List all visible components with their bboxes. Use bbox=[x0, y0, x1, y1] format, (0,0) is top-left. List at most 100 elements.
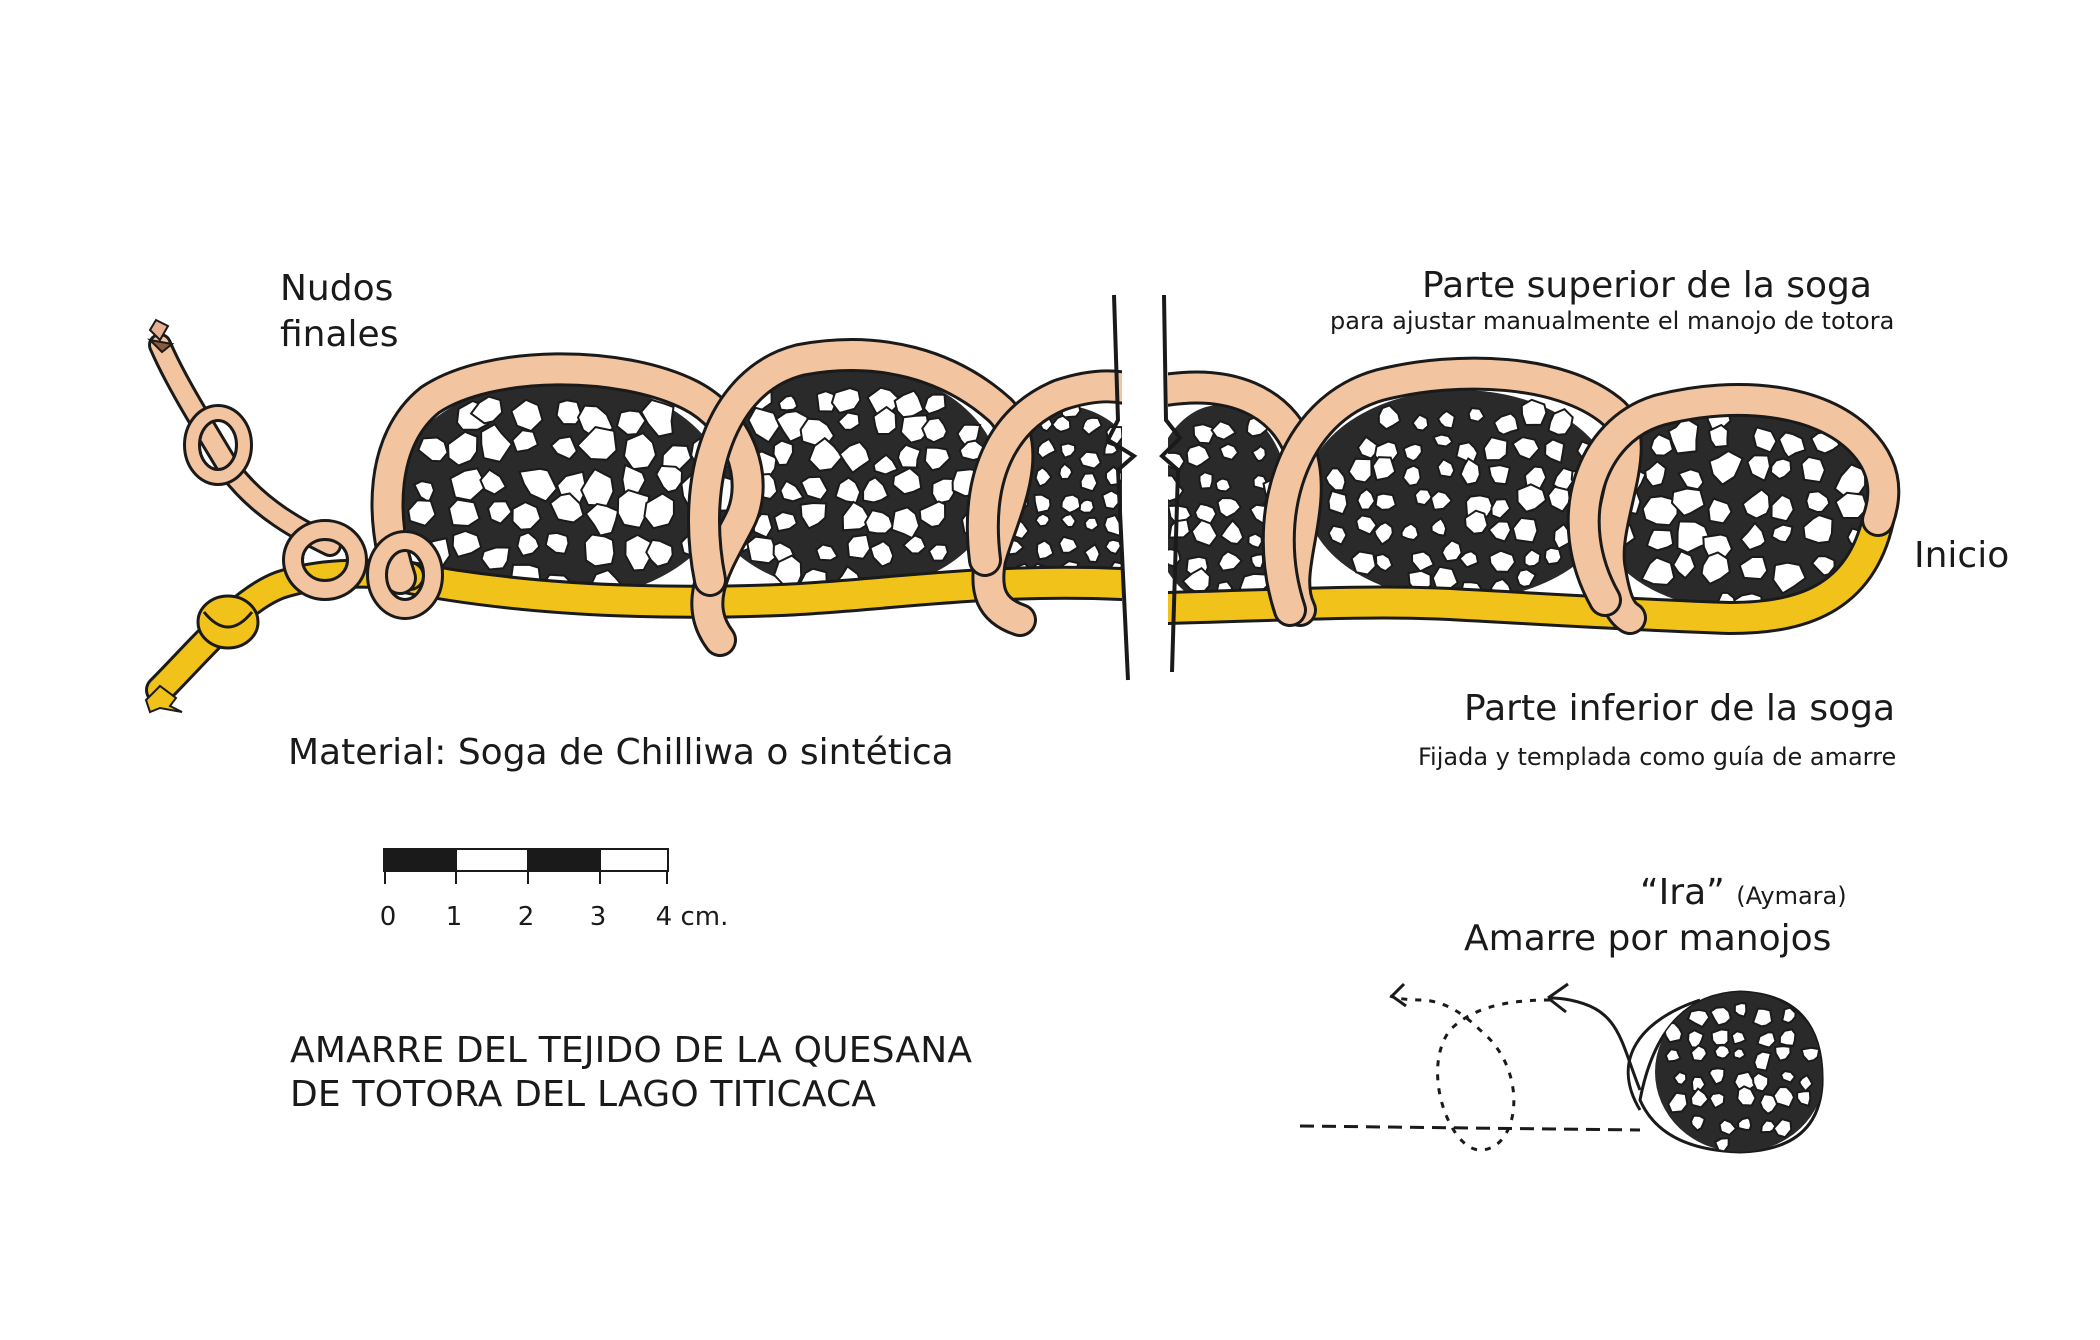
totora-cell bbox=[838, 440, 872, 475]
totora-cell bbox=[1377, 404, 1402, 431]
totora-cell bbox=[1374, 552, 1394, 573]
scale-tick-1: 1 bbox=[445, 902, 463, 932]
totora-cell bbox=[1737, 1116, 1753, 1131]
totora-cell bbox=[1759, 1119, 1779, 1134]
totora-cell bbox=[1103, 513, 1122, 538]
totora-cell bbox=[1645, 528, 1675, 552]
totora-cell bbox=[779, 479, 806, 503]
totora-cell bbox=[1410, 550, 1436, 573]
totora-cell bbox=[1772, 1085, 1796, 1109]
totora-cell bbox=[446, 430, 479, 467]
totora-cell bbox=[1436, 457, 1456, 479]
title-line2: DE TOTORA DEL LAGO TITICACA bbox=[290, 1074, 877, 1115]
totora-bundles-right bbox=[1168, 390, 1885, 615]
totora-cell bbox=[555, 399, 584, 426]
totora-cell bbox=[417, 436, 449, 463]
totora-cell bbox=[616, 488, 651, 530]
totora-cell bbox=[1774, 1045, 1792, 1062]
totora-cell bbox=[487, 500, 513, 525]
totora-cell bbox=[1327, 524, 1348, 546]
totora-cell bbox=[1672, 1070, 1688, 1086]
totora-cell bbox=[516, 531, 541, 558]
totora-cell bbox=[1327, 489, 1349, 516]
totora-cell bbox=[1185, 443, 1212, 468]
totora-cell bbox=[639, 398, 675, 438]
totora-cell bbox=[1350, 550, 1377, 576]
scale-tick-2: 2 bbox=[517, 902, 535, 932]
totora-cell bbox=[1401, 464, 1422, 487]
totora-cell bbox=[1810, 555, 1836, 577]
totora-cell bbox=[1458, 550, 1480, 569]
totora-cell bbox=[1546, 485, 1571, 513]
nudos-label-line1: Nudos bbox=[280, 268, 394, 309]
totora-cell bbox=[1058, 462, 1074, 481]
totora-cell bbox=[548, 492, 585, 524]
totora-cell bbox=[807, 436, 844, 472]
totora-cell bbox=[1834, 491, 1869, 520]
totora-cell bbox=[1805, 490, 1831, 514]
nudos-label-line2: finales bbox=[280, 314, 399, 355]
totora-cell bbox=[1190, 518, 1219, 548]
totora-cell bbox=[1374, 492, 1398, 511]
totora-cell bbox=[447, 498, 481, 528]
totora-cell bbox=[1035, 539, 1055, 561]
totora-cell bbox=[1707, 423, 1729, 449]
totora-cell bbox=[1079, 472, 1099, 493]
totora-cell bbox=[1672, 549, 1697, 580]
totora-cell bbox=[1741, 488, 1771, 520]
totora-cell bbox=[1219, 518, 1245, 546]
totora-cell bbox=[480, 422, 514, 464]
totora-cell bbox=[449, 467, 488, 502]
totora-cell bbox=[1411, 413, 1430, 432]
totora-cell bbox=[899, 414, 931, 444]
parte-superior-label: Parte superior de la soga bbox=[1422, 265, 1872, 306]
rope-knots-left bbox=[147, 318, 444, 620]
totora-cell bbox=[1707, 1067, 1726, 1086]
totora-cell bbox=[1511, 516, 1539, 544]
totora-cell bbox=[583, 533, 616, 568]
totora-cell bbox=[1431, 433, 1454, 448]
totora-cell bbox=[451, 529, 483, 558]
totora-cell bbox=[1543, 546, 1563, 566]
totora-cell bbox=[1732, 1047, 1747, 1060]
totora-cell bbox=[747, 406, 781, 444]
totora-cell bbox=[1689, 1087, 1710, 1109]
totora-cell bbox=[1640, 556, 1676, 586]
totora-cell bbox=[773, 510, 799, 533]
totora-cell bbox=[1800, 1046, 1821, 1063]
totora-cell bbox=[1738, 555, 1769, 581]
totora-cell bbox=[615, 409, 647, 436]
totora-cell bbox=[1739, 521, 1767, 552]
ira-word: “Ira” bbox=[1640, 872, 1725, 913]
totora-cell bbox=[407, 499, 437, 527]
parte-inferior-sublabel: Fijada y templada como guía de amarre bbox=[1418, 743, 1897, 771]
totora-cell bbox=[1752, 426, 1778, 454]
totora-cell bbox=[1733, 1001, 1748, 1018]
totora-cell bbox=[655, 464, 684, 494]
totora-cell bbox=[1779, 1070, 1797, 1084]
totora-cell bbox=[1713, 1044, 1732, 1060]
bundle-fill bbox=[1305, 390, 1615, 600]
totora-cell bbox=[1544, 438, 1566, 465]
totora-cell bbox=[1707, 497, 1733, 525]
totora-cell bbox=[480, 546, 511, 571]
totora-cell bbox=[1324, 467, 1347, 492]
totora-cell bbox=[1168, 548, 1182, 568]
totora-cell bbox=[862, 476, 890, 504]
parte-inferior-label: Parte inferior de la soga bbox=[1464, 688, 1896, 729]
totora-cell bbox=[1463, 509, 1489, 535]
totora-cell bbox=[1198, 471, 1214, 490]
totora-cell bbox=[1676, 520, 1713, 554]
totora-cell bbox=[1216, 496, 1243, 519]
totora-cell bbox=[1490, 498, 1512, 520]
totora-cell bbox=[1772, 1117, 1793, 1139]
totora-cell bbox=[1708, 1091, 1726, 1110]
totora-cell bbox=[1459, 457, 1481, 486]
totora-cell bbox=[1798, 1073, 1814, 1093]
totora-cell bbox=[1644, 460, 1667, 488]
totora-cell bbox=[1778, 1028, 1797, 1047]
totora-cell bbox=[576, 426, 618, 461]
totora-cell bbox=[863, 509, 895, 535]
totora-cell bbox=[1250, 444, 1267, 463]
amarre-por-manojos-label: Amarre por manojos bbox=[1464, 918, 1832, 959]
